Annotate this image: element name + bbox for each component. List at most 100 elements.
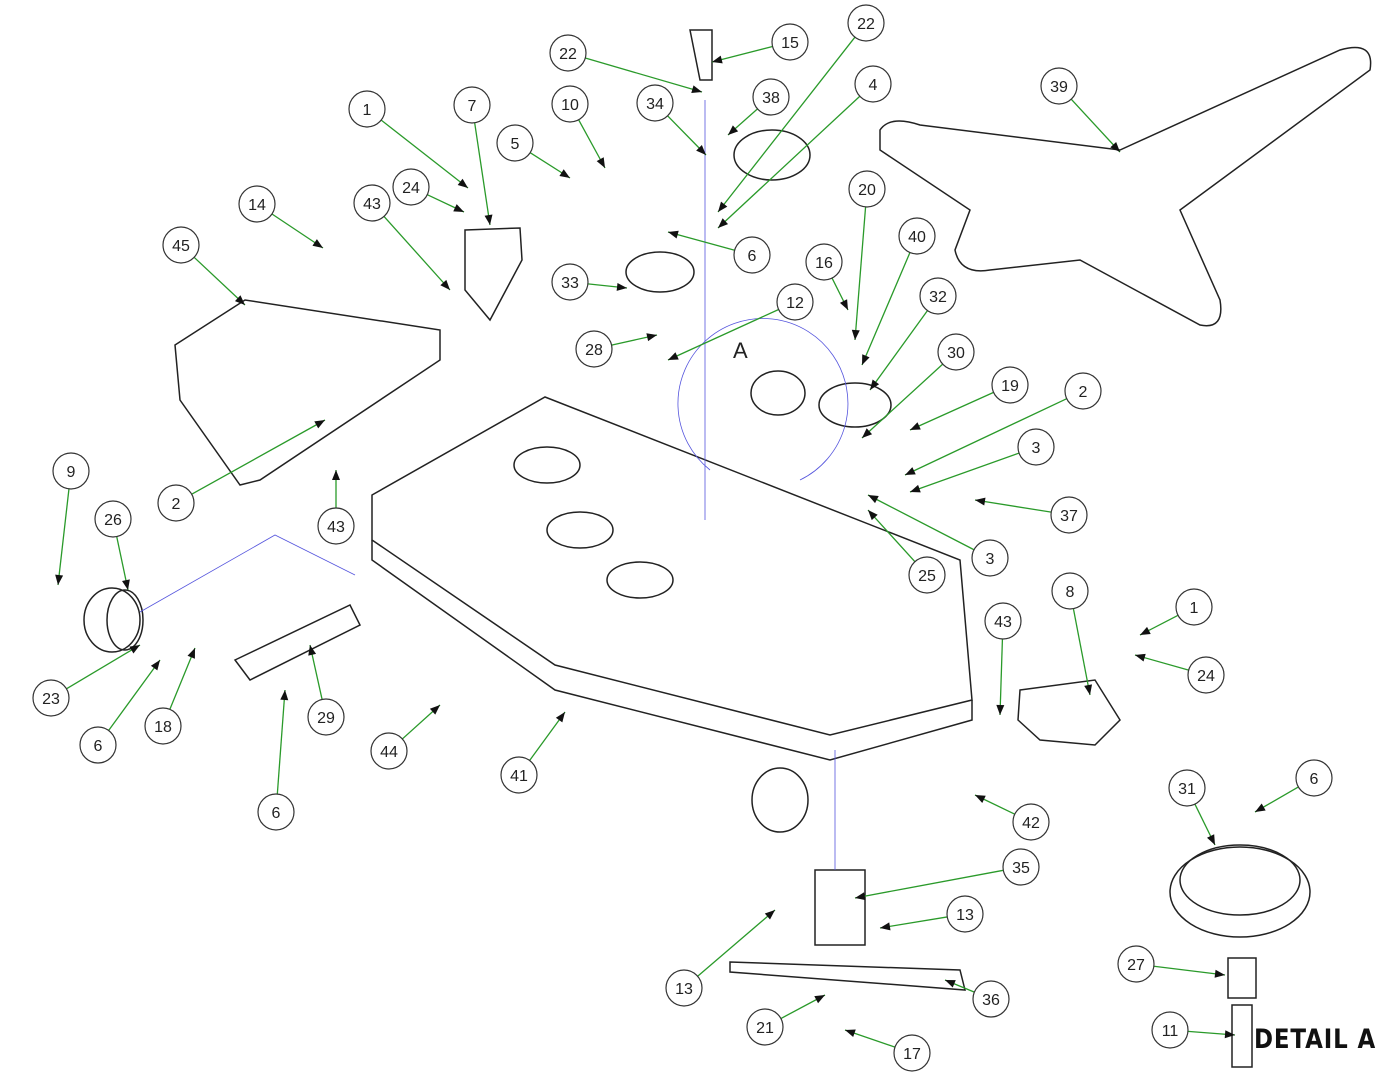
detail-pulley [1169, 846, 1311, 938]
callout-2: 2 [904, 372, 1102, 476]
arrowhead-icon [1255, 803, 1266, 812]
callout-27: 27 [1117, 945, 1226, 983]
arrowhead-icon [855, 892, 866, 901]
arrowhead-icon [839, 299, 848, 310]
callout-45: 45 [162, 226, 246, 306]
callout-number: 4 [869, 77, 878, 94]
arrowhead-icon [234, 295, 245, 305]
pulley [513, 446, 581, 484]
leader-line [169, 647, 196, 710]
leader-line [383, 215, 451, 291]
callout-circle [370, 732, 408, 770]
arrowhead-icon [975, 795, 986, 803]
callout-number: 43 [327, 519, 345, 536]
caster-wheel [751, 767, 809, 833]
callout-number: 14 [248, 197, 266, 214]
callout-circle [1295, 759, 1333, 797]
callout-29: 29 [307, 644, 345, 736]
leader-line [717, 36, 856, 213]
callout-39: 39 [1040, 67, 1121, 153]
arrowhead-icon [429, 705, 440, 715]
callout-32: 32 [869, 277, 957, 391]
callout-circle [805, 243, 843, 281]
callout-number: 18 [154, 719, 172, 736]
callout-35: 35 [854, 848, 1040, 901]
arrowhead-icon [975, 497, 986, 506]
callout-18: 18 [144, 647, 196, 745]
callout-number: 1 [363, 102, 372, 119]
callout-circle [1002, 848, 1040, 886]
arrowhead-icon [764, 910, 775, 920]
callout-number: 30 [947, 345, 965, 362]
callout-19: 19 [909, 366, 1029, 431]
arrowhead-icon [440, 279, 450, 290]
callout-circle [937, 333, 975, 371]
callout-circle [771, 23, 809, 61]
arrowhead-icon [880, 922, 891, 931]
callout-number: 26 [104, 512, 122, 529]
arrowhead-icon [945, 980, 956, 988]
arrowhead-icon [1224, 1030, 1235, 1039]
arrowhead-icon [312, 239, 323, 248]
callout-5: 5 [496, 124, 571, 179]
callout-11: 11 [1151, 1011, 1236, 1049]
guard-7 [464, 227, 523, 322]
arrowhead-icon [484, 214, 493, 225]
callout-circle [847, 4, 885, 42]
detail-a-label: DETAIL A [1254, 1024, 1377, 1055]
callout-circle [1187, 656, 1225, 694]
pulley [625, 251, 695, 293]
callout-number: 45 [172, 238, 190, 255]
callout-circle [238, 185, 276, 223]
callout-number: 19 [1001, 378, 1019, 395]
callout-number: 8 [1066, 584, 1075, 601]
arrowhead-icon [129, 645, 140, 654]
callout-circle [348, 90, 386, 128]
callout-24: 24 [1134, 653, 1225, 694]
leader-line [193, 256, 246, 306]
chute-guard [1017, 679, 1121, 746]
callout-circle [1040, 67, 1078, 105]
arrowhead-icon [457, 178, 468, 188]
callout-41: 41 [500, 711, 566, 794]
arrowhead-icon [616, 282, 627, 291]
callout-circle [919, 277, 957, 315]
callout-number: 9 [67, 464, 76, 481]
callout-number: 38 [762, 90, 780, 107]
callout-12: 12 [667, 283, 814, 361]
arrowhead-icon [905, 467, 916, 475]
leader-line [276, 689, 286, 795]
leader-line [191, 419, 326, 495]
callout-number: 31 [1178, 781, 1196, 798]
callout-circle [353, 184, 391, 222]
arrowhead-icon [646, 333, 657, 342]
belt [879, 46, 1372, 327]
callout-circle [752, 78, 790, 116]
callout-circle [946, 895, 984, 933]
callout-circle [32, 679, 70, 717]
callout-circle [971, 539, 1009, 577]
callout-1: 1 [1139, 588, 1213, 636]
callout-circle [392, 168, 430, 206]
callout-number: 44 [380, 744, 398, 761]
callout-circle [1117, 945, 1155, 983]
arrowhead-icon [728, 125, 739, 135]
callout-13: 13 [879, 895, 984, 933]
callout-21: 21 [746, 994, 826, 1046]
callout-number: 22 [559, 46, 577, 63]
callout-circle [549, 34, 587, 72]
caster-wheel [83, 587, 141, 653]
callout-number: 24 [402, 180, 420, 197]
callout-number: 10 [561, 97, 579, 114]
callout-number: 41 [510, 768, 528, 785]
callout-number: 15 [781, 35, 799, 52]
belt-cover [174, 299, 441, 486]
callout-number: 11 [1162, 1023, 1179, 1040]
callout-number: 13 [956, 907, 974, 924]
arrowhead-icon [910, 422, 921, 430]
leader-line [717, 95, 861, 229]
leader-line [999, 638, 1004, 716]
callout-circle [733, 236, 771, 274]
